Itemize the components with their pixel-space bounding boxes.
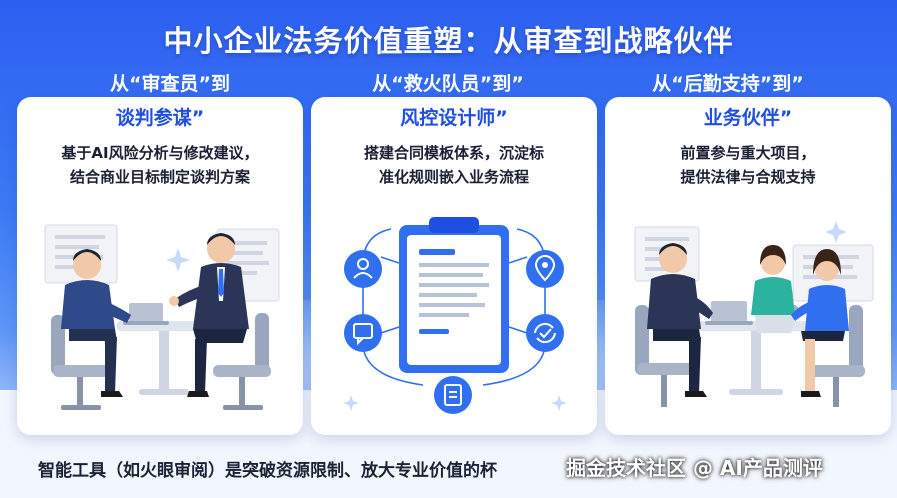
panel-2-body: 搭建合同模板体系，沉淀标 准化规则嵌入业务流程 — [319, 141, 589, 189]
panel-2-card: 风控设计师” 搭建合同模板体系，沉淀标 准化规则嵌入业务流程 — [311, 97, 597, 435]
watermark: 掘金技术社区 @ AI产品测评 — [566, 456, 823, 480]
panel-3-body-line2: 提供法律与合规支持 — [680, 168, 816, 186]
panel-1-heading-line1: 从“审查员”到 — [110, 73, 230, 95]
panel-1-body: 基于AI风险分析与修改建议， 结合商业目标制定谈判方案 — [25, 141, 295, 189]
panel-3-body: 前置参与重大项目， 提供法律与合规支持 — [613, 141, 883, 189]
panel-1-heading-line2: 谈判参谋” — [115, 107, 205, 129]
person-icon — [344, 250, 382, 288]
panel-1-heading: 从“审查员”到 — [40, 72, 300, 97]
page-title: 中小企业法务价值重塑：从审查到战略伙伴 — [163, 24, 734, 58]
location-pin-icon — [526, 250, 564, 288]
panel-3-card: 业务伙伴” 前置参与重大项目， 提供法律与合规支持 — [605, 97, 891, 435]
sparkle-icon — [551, 395, 567, 411]
panel-2-body-line1: 搭建合同模板体系，沉淀标 — [363, 144, 544, 162]
panel-3-heading-line1: 从“后勤支持”到” — [652, 73, 804, 95]
panel-1-card: 谈判参谋” 基于AI风险分析与修改建议， 结合商业目标制定谈判方案 — [17, 97, 303, 435]
panel-3-heading: 从“后勤支持”到” — [598, 72, 858, 97]
panel-1-body-line2: 结合商业目标制定谈判方案 — [69, 168, 250, 186]
panel-1-body-line1: 基于AI风险分析与修改建议， — [61, 144, 259, 162]
panel-3-heading-line2: 业务伙伴” — [703, 107, 793, 129]
negotiation-illustration — [44, 224, 280, 410]
panel-2-body-line2: 准化规则嵌入业务流程 — [378, 168, 529, 186]
partnership-illustration — [634, 221, 874, 407]
clipboard-icon — [399, 217, 509, 373]
panel-2-heading-line2: 风控设计师” — [400, 107, 508, 129]
chat-icon — [344, 314, 382, 352]
sparkle-icon — [825, 221, 847, 243]
workflow-illustration — [343, 217, 567, 414]
footer-text: 智能工具（如火眼审阅）是突破资源限制、放大专业价值的杯 — [38, 461, 497, 481]
check-loop-icon — [526, 314, 564, 352]
document-icon — [434, 376, 472, 414]
panel-2-heading-line1: 从“救火队员”到” — [372, 73, 524, 95]
sparkle-icon — [343, 395, 359, 411]
panel-2-heading: 从“救火队员”到” — [318, 72, 578, 97]
panel-3-body-line1: 前置参与重大项目， — [680, 144, 816, 162]
sparkle-icon — [166, 248, 190, 272]
